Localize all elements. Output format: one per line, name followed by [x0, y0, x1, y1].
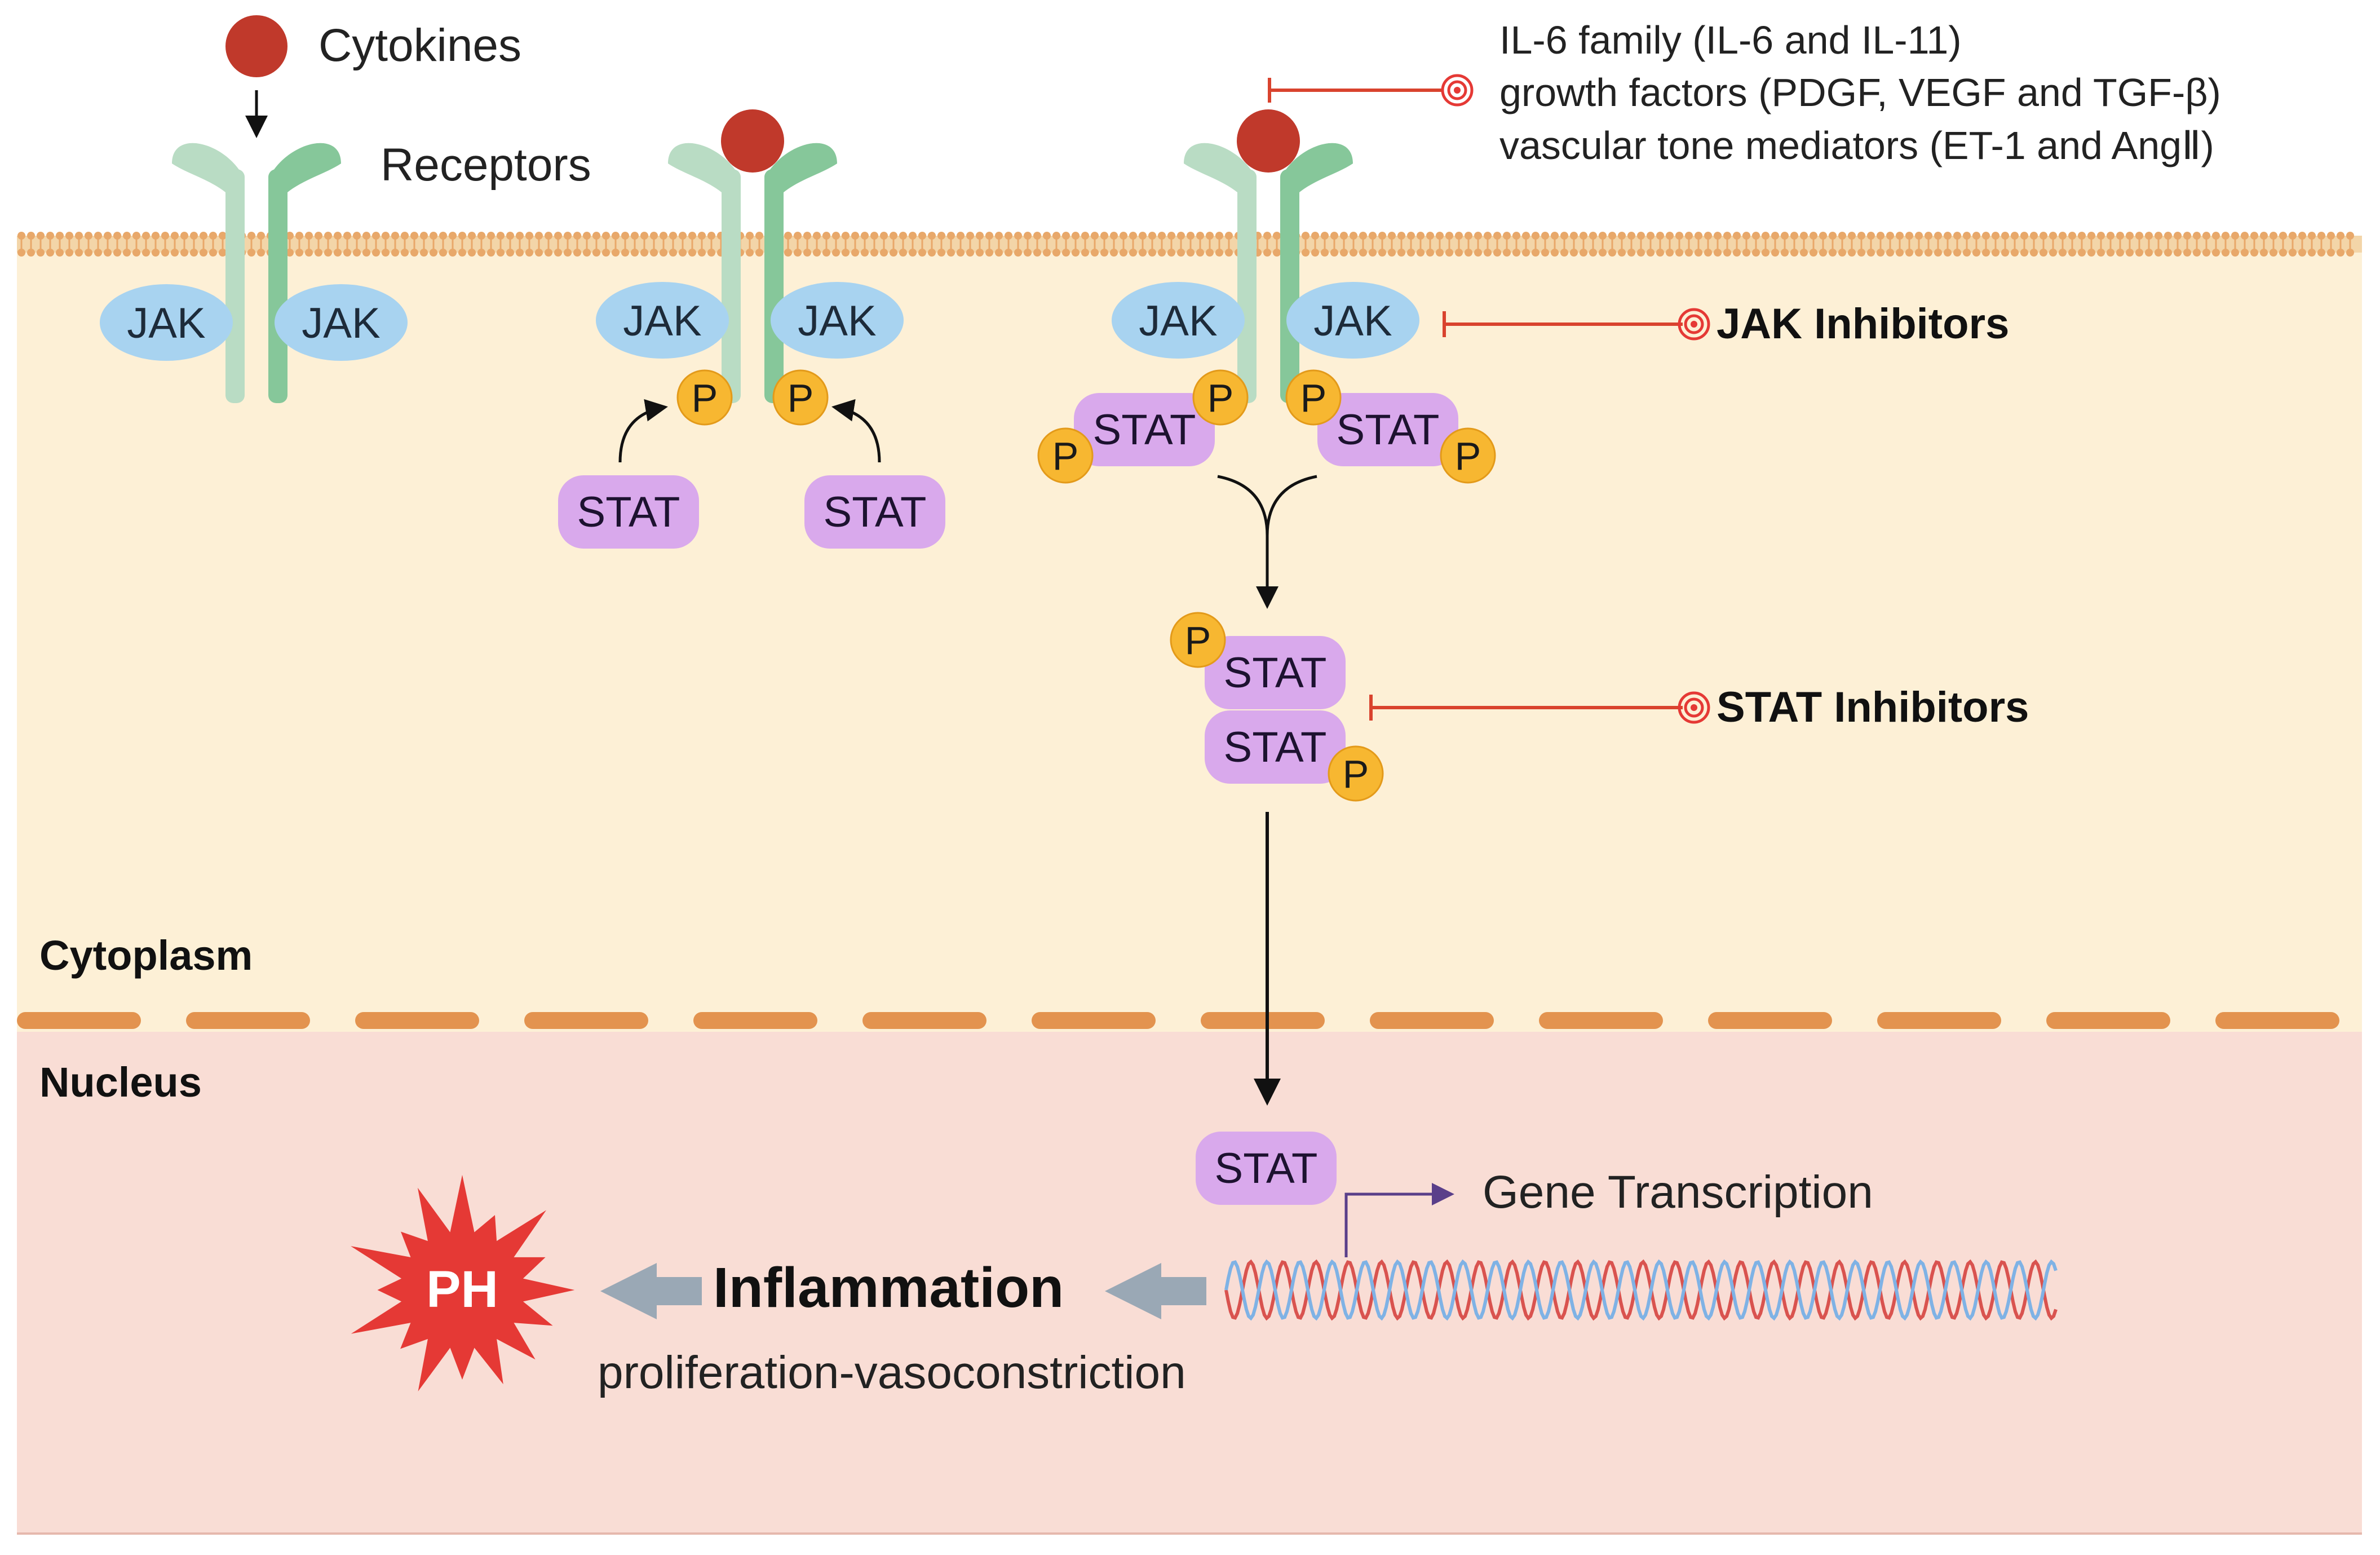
phosphate-label: P: [1052, 434, 1079, 478]
stat-pill: STAT: [1205, 710, 1346, 784]
cytokine-bound-2: [721, 109, 784, 173]
stat-label: STAT: [1224, 649, 1327, 697]
phosphate-group: P: [772, 369, 829, 426]
cell-membrane: [17, 232, 2362, 257]
cytokines-label: Cytokines: [318, 20, 521, 71]
phosphate-group: P: [676, 369, 733, 426]
jak-ellipse: JAK: [1112, 282, 1245, 359]
ligand-target-icon: [1441, 74, 1474, 107]
stat-inhibitors-label: STAT Inhibitors: [1717, 683, 2029, 731]
ph-burst: PH: [351, 1174, 575, 1391]
stat-pill: STAT: [1196, 1132, 1337, 1205]
jak-ellipse: JAK: [596, 282, 729, 359]
receptor-2: [668, 143, 837, 403]
stat-label: STAT: [577, 488, 680, 536]
phosphate-label: P: [1207, 376, 1234, 420]
jak-label: JAK: [1313, 297, 1392, 345]
jak-inhibitors-label: JAK Inhibitors: [1717, 300, 2009, 348]
phosphate-group: P: [1285, 369, 1342, 426]
stat-label: STAT: [1093, 406, 1196, 454]
stat-label: STAT: [1224, 723, 1327, 771]
effects-label: proliferation-vasoconstriction: [598, 1347, 1186, 1398]
phosphate-group: P: [1440, 427, 1496, 484]
nuclear-envelope: [17, 1012, 2339, 1029]
dna-helix: [1224, 1259, 2058, 1321]
phosphate-label: P: [1455, 434, 1481, 478]
stat-label: STAT: [1215, 1145, 1318, 1192]
jak-label: JAK: [302, 299, 380, 347]
stat-label: STAT: [1337, 406, 1440, 454]
dna-to-inflammation-arrow: [1105, 1263, 1206, 1319]
inflammation-to-ph-arrow: [600, 1263, 702, 1319]
ph-label: PH: [426, 1261, 498, 1318]
receptor-1: [172, 143, 341, 403]
stat-pill: STAT: [1205, 636, 1346, 709]
phosphate-group: P: [1192, 369, 1249, 426]
cytokine-bound-3: [1237, 109, 1300, 173]
phosphate-label: P: [788, 376, 814, 420]
jak-ellipse: JAK: [1286, 282, 1419, 359]
receptors-label: Receptors: [381, 139, 591, 191]
stat-pill: STAT: [804, 475, 945, 549]
stat-target-icon: [1678, 691, 1710, 724]
jak-label: JAK: [127, 299, 205, 347]
jak-label: JAK: [1139, 297, 1217, 345]
cytoplasm-label: Cytoplasm: [39, 932, 253, 979]
recruit-arrow-left: [618, 399, 668, 463]
ligand-il6: IL-6 family (IL-6 and IL-11): [1499, 18, 1962, 62]
jak-target-icon: [1678, 308, 1710, 341]
phosphate-group: P: [1037, 427, 1094, 484]
jak-label: JAK: [623, 297, 701, 345]
stat-pill: STAT: [1074, 393, 1215, 466]
recruit-arrow-right: [831, 399, 881, 463]
ligand-growth-factors: growth factors (PDGF, VEGF and TGF-β): [1499, 70, 2221, 114]
jak-ellipse: JAK: [275, 284, 408, 361]
stat-label: STAT: [824, 488, 927, 536]
jak-label: JAK: [798, 297, 876, 345]
jak-ellipse: JAK: [100, 284, 233, 361]
jak-ellipse: JAK: [771, 282, 904, 359]
dimerize-merge-right: [1266, 475, 1317, 536]
ligand-vascular-tone: vascular tone mediators (ET-1 and AngⅡ): [1499, 123, 2214, 167]
nucleus-label: Nucleus: [39, 1059, 202, 1106]
inflammation-label: Inflammation: [713, 1256, 1064, 1319]
transcription-arrow: [1344, 1183, 1454, 1257]
stat-pill: STAT: [558, 475, 699, 549]
stat-pill: STAT: [1317, 393, 1458, 466]
phosphate-label: P: [692, 376, 718, 420]
phosphate-label: P: [1300, 376, 1327, 420]
gene-transcription-label: Gene Transcription: [1483, 1167, 1873, 1218]
phosphate-group: P: [1170, 612, 1226, 668]
phosphate-group: P: [1328, 745, 1384, 802]
cytokine-legend-dot: [225, 15, 287, 77]
phosphate-label: P: [1185, 619, 1211, 662]
receptor-3: [1184, 143, 1353, 403]
phosphate-label: P: [1343, 752, 1369, 796]
